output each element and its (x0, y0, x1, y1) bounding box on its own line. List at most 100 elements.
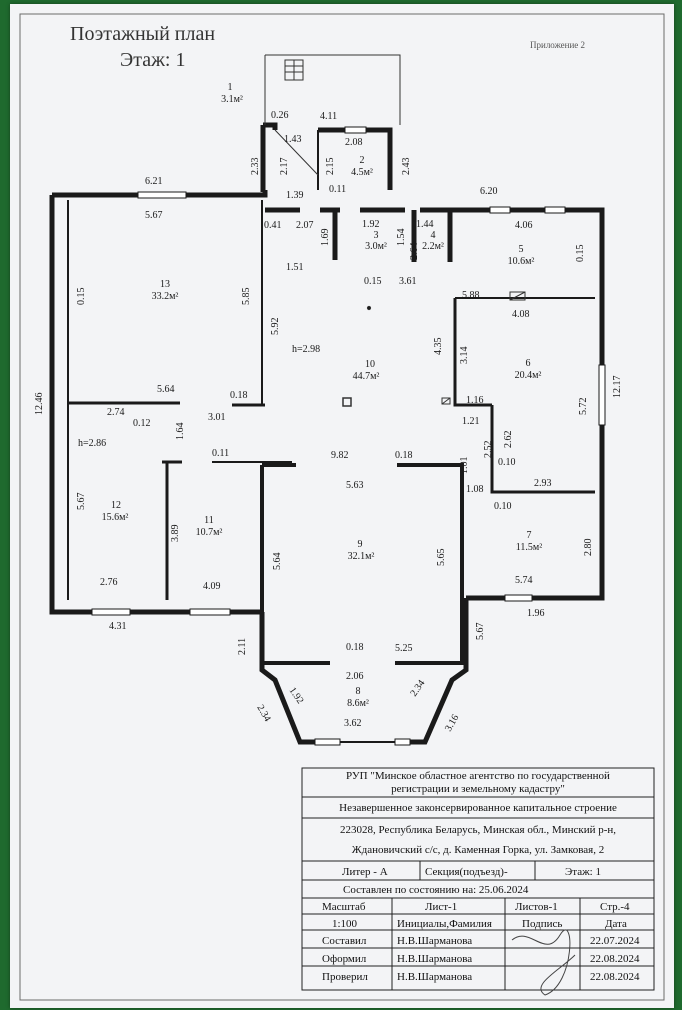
svg-text:2.11: 2.11 (237, 638, 248, 655)
entrance-porch (264, 54, 526, 407)
org-name-line2: регистрации и земельному кадастру" (391, 783, 565, 795)
room-1-number: 1 (228, 82, 233, 93)
room-12-number: 12 (111, 500, 121, 511)
svg-text:4.31: 4.31 (109, 621, 127, 632)
floor-label: Этаж: 1 (120, 49, 185, 71)
signature-column-header: Подпись (522, 918, 562, 930)
date-formatted: 22.08.2024 (590, 953, 640, 965)
room-5-area: 10.6м² (508, 256, 535, 267)
name-compiled: Н.В.Шарманова (397, 935, 472, 947)
svg-text:2.74: 2.74 (107, 407, 125, 418)
windows (91, 126, 606, 746)
room-labels: 1 3.1м² 2 4.5м² 3 3.0м² 4 2.2м² 5 10.6м²… (78, 82, 542, 709)
svg-text:5.74: 5.74 (515, 575, 533, 586)
svg-text:1.64: 1.64 (175, 423, 186, 441)
state-date: Составлен по состоянию на: 25.06.2024 (343, 884, 529, 896)
room-4-number: 4 (431, 230, 436, 241)
room-9-number: 9 (358, 539, 363, 550)
floor-cell: Этаж: 1 (565, 866, 601, 878)
svg-text:1.16: 1.16 (466, 395, 484, 406)
appendix-label: Приложение 2 (530, 40, 585, 50)
title-block-text: РУП "Минское областное агентство по госу… (322, 770, 640, 983)
svg-text:2.93: 2.93 (534, 478, 552, 489)
room-3-number: 3 (374, 230, 379, 241)
svg-text:5.67: 5.67 (76, 493, 87, 511)
room-12-area: 15.6м² (102, 512, 129, 523)
date-compiled: 22.07.2024 (590, 935, 640, 947)
svg-text:4.06: 4.06 (515, 220, 533, 231)
room-11-area: 10.7м² (196, 527, 223, 538)
plan-title: Поэтажный план (70, 23, 215, 45)
svg-text:0.10: 0.10 (494, 501, 512, 512)
svg-text:3.62: 3.62 (344, 718, 362, 729)
svg-text:3.61: 3.61 (399, 276, 417, 287)
svg-text:1.01: 1.01 (459, 457, 470, 475)
room-5-number: 5 (519, 244, 524, 255)
svg-text:0.12: 0.12 (133, 418, 151, 429)
room-7-number: 7 (527, 530, 532, 541)
room-13-area: 33.2м² (152, 291, 179, 302)
role-checked: Проверил (322, 971, 368, 983)
section-cell: Секция(подъезд)- (425, 866, 508, 878)
svg-text:4.09: 4.09 (203, 581, 221, 592)
svg-text:2.34: 2.34 (254, 703, 272, 724)
svg-text:2.34: 2.34 (408, 678, 427, 699)
svg-text:4.08: 4.08 (512, 309, 530, 320)
role-compiled: Составил (322, 935, 367, 947)
sheet-frame (19, 13, 665, 1001)
room-11-number: 11 (204, 515, 214, 526)
svg-text:1.39: 1.39 (286, 190, 304, 201)
plan-sheet: Поэтажный план Этаж: 1 Приложение 2 (10, 4, 674, 1008)
svg-text:2.17: 2.17 (279, 158, 290, 176)
svg-text:3.16: 3.16 (443, 713, 461, 734)
room-10-number: 10 (365, 359, 375, 370)
room-7-area: 11.5м² (516, 542, 542, 553)
svg-text:0.10: 0.10 (498, 457, 516, 468)
address-line1: 223028, Республика Беларусь, Минская обл… (340, 824, 616, 836)
svg-text:12.17: 12.17 (612, 376, 623, 399)
room-4-area: 2.2м² (422, 241, 444, 252)
svg-text:4.35: 4.35 (433, 338, 444, 356)
svg-text:0.18: 0.18 (230, 390, 248, 401)
sheets-count: Листов-1 (515, 901, 558, 913)
room-3-area: 3.0м² (365, 241, 387, 252)
name-column-header: Инициалы,Фамилия (397, 918, 492, 930)
role-formatted: Оформил (322, 953, 367, 965)
svg-text:0.18: 0.18 (346, 642, 364, 653)
svg-text:1.44: 1.44 (416, 219, 434, 230)
svg-text:0.41: 0.41 (264, 220, 282, 231)
svg-text:1.08: 1.08 (466, 484, 484, 495)
page-number: Стр.-4 (600, 901, 630, 913)
svg-text:3.14: 3.14 (459, 347, 470, 365)
svg-text:2.33: 2.33 (250, 158, 261, 176)
svg-text:1.96: 1.96 (527, 608, 545, 619)
room-13-number: 13 (160, 279, 170, 290)
svg-text:1.21: 1.21 (462, 416, 480, 427)
svg-text:2.07: 2.07 (296, 220, 314, 231)
svg-text:0.11: 0.11 (212, 448, 229, 459)
svg-text:5.92: 5.92 (270, 318, 281, 336)
date-column-header: Дата (605, 918, 627, 930)
date-checked: 22.08.2024 (590, 971, 640, 983)
vertical-dimension-labels: 2.33 2.17 2.15 2.43 1.69 1.54 2.64 0.15 … (34, 158, 623, 734)
room-1-area: 3.1м² (221, 94, 243, 105)
object-description: Незавершенное законсервированное капитал… (339, 802, 617, 814)
svg-text:3.01: 3.01 (208, 412, 226, 423)
svg-text:0.26: 0.26 (271, 110, 289, 121)
svg-text:2.06: 2.06 (346, 671, 364, 682)
svg-text:6.20: 6.20 (480, 186, 498, 197)
room-8-number: 8 (356, 686, 361, 697)
room-9-area: 32.1м² (348, 551, 375, 562)
svg-text:5.67: 5.67 (145, 210, 163, 221)
svg-text:12.46: 12.46 (34, 393, 45, 416)
svg-text:1.92: 1.92 (362, 219, 380, 230)
svg-text:2.80: 2.80 (583, 539, 594, 557)
svg-text:5.64: 5.64 (157, 384, 175, 395)
svg-text:5.88: 5.88 (462, 290, 480, 301)
svg-text:5.64: 5.64 (272, 553, 283, 571)
walls (49, 122, 605, 745)
svg-text:2.52: 2.52 (483, 441, 494, 459)
room-6-area: 20.4м² (515, 370, 542, 381)
room-6-number: 6 (526, 358, 531, 369)
ceiling-height-room-12: h=2.86 (78, 438, 106, 449)
